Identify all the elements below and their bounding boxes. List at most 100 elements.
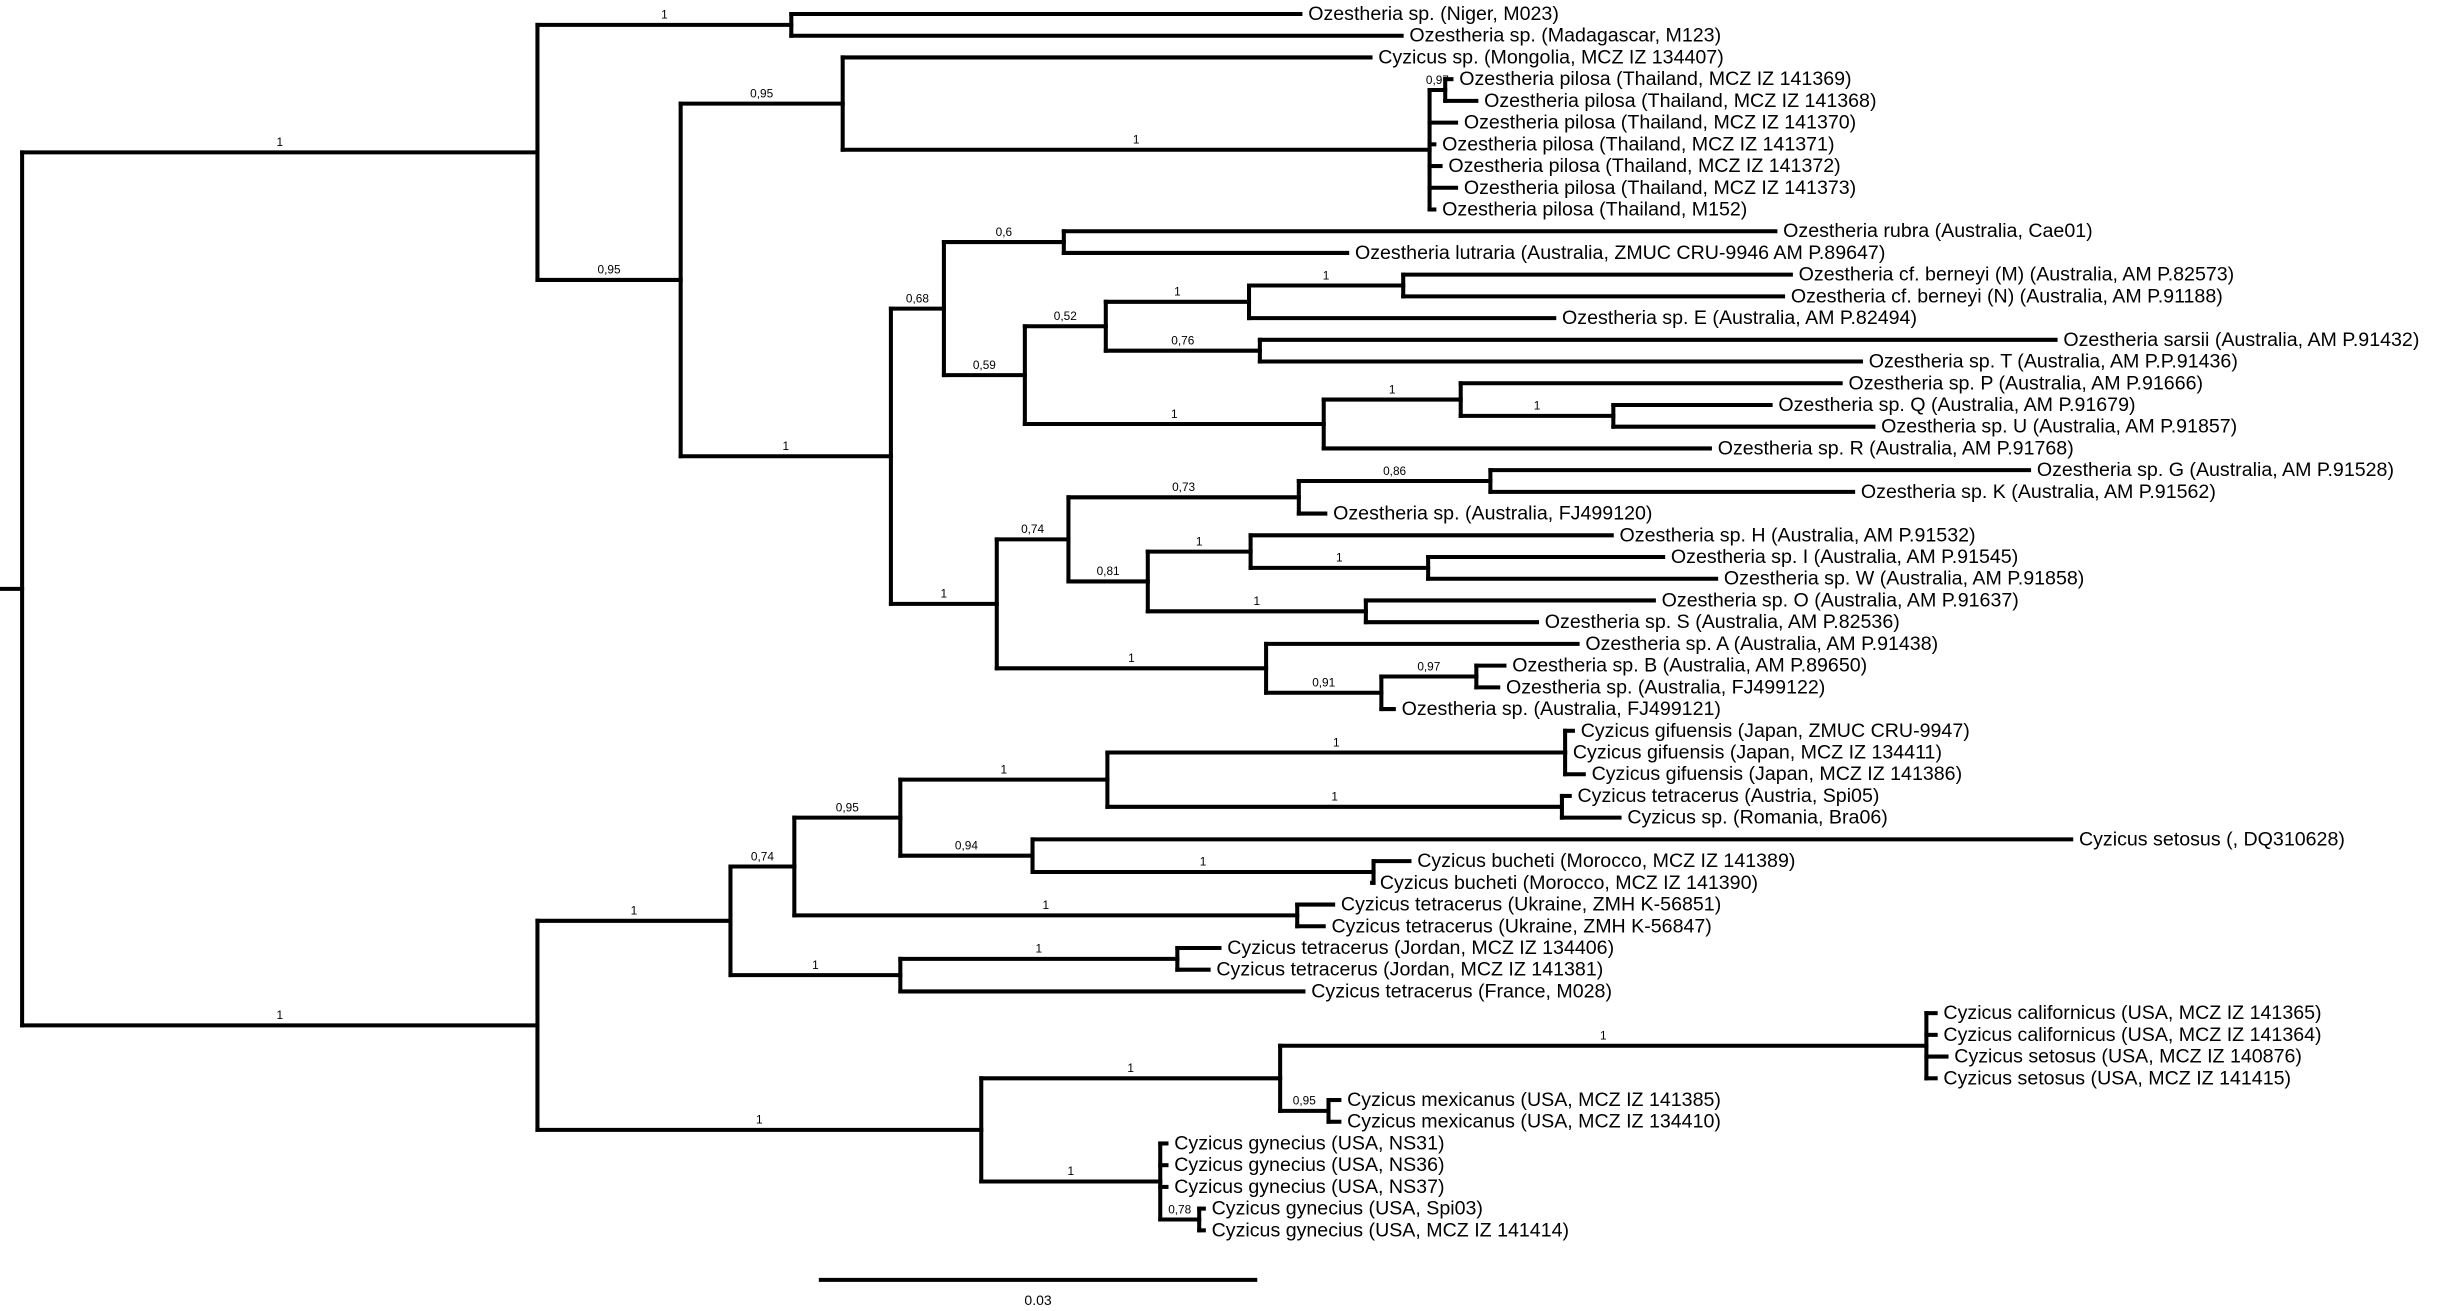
taxon-label: Cyzicus setosus (, DQ310628) (2079, 828, 2345, 850)
taxon-label: Ozestheria pilosa (Thailand, MCZ IZ 1413… (1459, 68, 1851, 90)
taxon-label: Ozestheria sp. (Madagascar, M123) (1409, 25, 1721, 47)
support-value: 0,91 (1312, 676, 1335, 690)
support-value: 0,74 (1021, 522, 1044, 536)
taxon-label: Ozestheria sp. S (Australia, AM P.82536) (1545, 611, 1900, 633)
support-value: 0,73 (1172, 480, 1195, 494)
scale-bar: 0.03 (818, 1277, 1258, 1308)
support-value: 0,86 (1383, 464, 1406, 478)
support-value: 0,95 (598, 263, 621, 277)
support-value: 1 (1067, 1164, 1074, 1178)
taxon-label: Cyzicus gynecius (USA, MCZ IZ 141414) (1212, 1219, 1569, 1241)
support-value: 1 (1534, 399, 1541, 413)
support-value: 1 (1331, 790, 1338, 804)
support-value: 1 (276, 1008, 283, 1022)
taxon-label: Ozestheria sp. U (Australia, AM P.91857) (1881, 416, 2237, 438)
taxon-label: Ozestheria lutraria (Australia, ZMUC CRU… (1355, 242, 1885, 264)
support-value: 1 (782, 439, 789, 453)
taxon-label: Cyzicus tetracerus (Ukraine, ZMH K-56851… (1341, 894, 1721, 916)
support-value: 1 (631, 904, 638, 918)
support-values: 110,950,9510,9710,680,60,590,52110,76111… (276, 8, 1606, 1217)
taxon-label: Ozestheria sp. A (Australia, AM P.91438) (1585, 633, 1938, 655)
taxon-label: Ozestheria sp. K (Australia, AM P.91562) (1861, 481, 2216, 503)
support-value: 0,68 (906, 291, 929, 305)
support-value: 1 (1001, 762, 1008, 776)
support-value: 1 (1042, 898, 1049, 912)
support-value: 1 (1389, 382, 1396, 396)
taxon-label: Cyzicus tetracerus (Ukraine, ZMH K-56847… (1332, 915, 1712, 937)
support-value: 1 (276, 135, 283, 149)
taxon-label: Ozestheria pilosa (Thailand, MCZ IZ 1413… (1464, 112, 1856, 134)
taxon-label: Ozestheria sp. I (Australia, AM P.91545) (1671, 546, 2018, 568)
taxon-label: Cyzicus tetracerus (Austria, Spi05) (1578, 785, 1880, 807)
taxon-label: Cyzicus gynecius (USA, NS31) (1174, 1132, 1444, 1154)
taxon-label: Cyzicus bucheti (Morocco, MCZ IZ 141390) (1380, 872, 1758, 894)
taxon-label: Ozestheria pilosa (Thailand, MCZ IZ 1413… (1442, 133, 1834, 155)
support-value: 0,52 (1054, 309, 1077, 323)
support-value: 1 (1133, 133, 1140, 147)
support-value: 1 (1336, 551, 1343, 565)
taxon-label: Ozestheria sp. E (Australia, AM P.82494) (1562, 307, 1917, 329)
taxon-label: Cyzicus mexicanus (USA, MCZ IZ 141385) (1347, 1089, 1721, 1111)
taxon-label: Cyzicus tetracerus (Jordan, MCZ IZ 14138… (1216, 959, 1603, 981)
taxon-label: Ozestheria pilosa (Thailand, MCZ IZ 1413… (1448, 155, 1840, 177)
leaf-labels: Ozestheria sp. (Niger, M023)Ozestheria s… (1174, 3, 2419, 1241)
support-value: 1 (1323, 268, 1330, 282)
support-value: 1 (661, 8, 668, 22)
taxon-label: Cyzicus setosus (USA, MCZ IZ 141415) (1943, 1067, 2291, 1089)
taxon-label: Ozestheria cf. berneyi (N) (Australia, A… (1791, 285, 2223, 307)
support-value: 1 (1171, 407, 1178, 421)
taxon-label: Cyzicus sp. (Mongolia, MCZ IZ 134407) (1378, 46, 1723, 68)
taxon-label: Cyzicus gifuensis (Japan, MCZ IZ 134411) (1573, 742, 1942, 764)
support-value: 1 (1254, 594, 1261, 608)
taxon-label: Ozestheria sp. G (Australia, AM P.91528) (2037, 459, 2394, 481)
taxon-label: Cyzicus gynecius (USA, Spi03) (1212, 1198, 1483, 1220)
taxon-label: Ozestheria sp. B (Australia, AM P.89650) (1512, 655, 1867, 677)
taxon-label: Ozestheria sp. Q (Australia, AM P.91679) (1778, 394, 2135, 416)
tree-branches (0, 11, 2074, 1233)
support-value: 0,97 (1417, 659, 1440, 673)
support-value: 1 (756, 1113, 763, 1127)
scale-bar-label: 0.03 (1024, 1292, 1051, 1308)
taxon-label: Cyzicus gifuensis (Japan, MCZ IZ 141386) (1592, 763, 1963, 785)
taxon-label: Cyzicus sp. (Romania, Bra06) (1627, 807, 1887, 829)
taxon-label: Ozestheria sp. O (Australia, AM P.91637) (1662, 589, 2019, 611)
taxon-label: Ozestheria sp. (Australia, FJ499122) (1506, 676, 1825, 698)
support-value: 1 (1174, 285, 1181, 299)
taxon-label: Ozestheria sp. H (Australia, AM P.91532) (1620, 524, 1976, 546)
taxon-label: Cyzicus tetracerus (Jordan, MCZ IZ 13440… (1227, 937, 1614, 959)
taxon-label: Ozestheria sp. (Niger, M023) (1308, 3, 1559, 25)
support-value: 0,78 (1168, 1202, 1191, 1216)
taxon-label: Ozestheria pilosa (Thailand, M152) (1442, 198, 1747, 220)
support-value: 1 (1600, 1028, 1607, 1042)
support-value: 0,81 (1097, 564, 1120, 578)
taxon-label: Ozestheria sp. (Australia, FJ499121) (1402, 698, 1721, 720)
taxon-label: Ozestheria rubra (Australia, Cae01) (1783, 220, 2093, 242)
support-value: 1 (941, 587, 948, 601)
taxon-label: Ozestheria sp. T (Australia, AM P.P.9143… (1869, 351, 2238, 373)
taxon-label: Cyzicus mexicanus (USA, MCZ IZ 134410) (1347, 1111, 1721, 1133)
support-value: 0,95 (1293, 1094, 1316, 1108)
taxon-label: Ozestheria sp. R (Australia, AM P.91768) (1718, 437, 2074, 459)
taxon-label: Ozestheria sp. P (Australia, AM P.91666) (1848, 372, 2203, 394)
support-value: 0,76 (1171, 333, 1194, 347)
taxon-label: Cyzicus setosus (USA, MCZ IZ 140876) (1954, 1046, 2302, 1068)
support-value: 0,59 (973, 358, 996, 372)
support-value: 0,95 (836, 800, 859, 814)
taxon-label: Cyzicus gynecius (USA, NS36) (1174, 1154, 1444, 1176)
taxon-label: Ozestheria sp. W (Australia, AM P.91858) (1724, 568, 2084, 590)
support-value: 1 (1200, 855, 1207, 869)
support-value: 0,97 (1426, 73, 1449, 87)
taxon-label: Cyzicus tetracerus (France, M028) (1311, 980, 1612, 1002)
taxon-label: Cyzicus californicus (USA, MCZ IZ 141365… (1943, 1002, 2321, 1024)
support-value: 0,94 (955, 838, 978, 852)
support-value: 1 (1128, 651, 1135, 665)
taxon-label: Ozestheria pilosa (Thailand, MCZ IZ 1413… (1484, 90, 1876, 112)
taxon-label: Cyzicus californicus (USA, MCZ IZ 141364… (1943, 1024, 2321, 1046)
support-value: 1 (1196, 534, 1203, 548)
support-value: 1 (1127, 1061, 1134, 1075)
taxon-label: Ozestheria cf. berneyi (M) (Australia, A… (1799, 264, 2235, 286)
support-value: 1 (812, 958, 819, 972)
support-value: 1 (1333, 735, 1340, 749)
taxon-label: Ozestheria sp. (Australia, FJ499120) (1333, 503, 1652, 525)
